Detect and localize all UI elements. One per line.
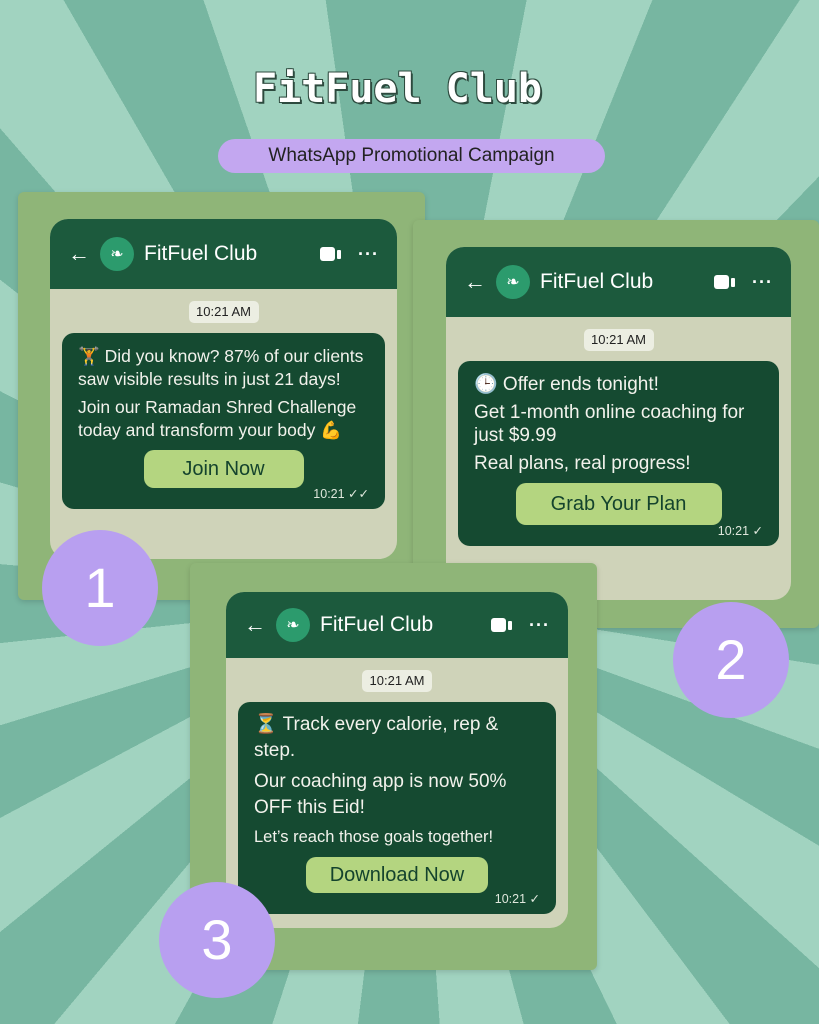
- message-text: Get 1-month online coaching for just $9.…: [474, 402, 745, 446]
- leaf-logo-icon: ❧: [276, 608, 310, 642]
- date-stamp: 10:21 AM: [583, 329, 654, 351]
- leaf-logo-icon: ❧: [100, 237, 134, 271]
- page-title: FitFuel Club: [253, 66, 542, 112]
- message-text: Join our Ramadan Shred Challenge today a…: [78, 397, 357, 440]
- video-call-icon[interactable]: [491, 618, 513, 632]
- leaf-logo-icon: ❧: [496, 265, 530, 299]
- contact-name: FitFuel Club: [320, 613, 434, 636]
- chat-header: ← ❧ FitFuel Club ···: [226, 592, 568, 658]
- message-text: Real plans, real progress!: [474, 453, 691, 474]
- video-call-icon[interactable]: [320, 247, 342, 261]
- message-time: 10:21 ✓: [717, 524, 763, 538]
- message-bubble: 🏋 Did you know? 87% of our clients saw v…: [62, 333, 385, 509]
- chat-1: ← ❧ FitFuel Club ··· 10:21 AM 🏋 Did you …: [50, 219, 397, 559]
- more-options-icon[interactable]: ···: [529, 614, 550, 635]
- message-bubble: ⏳ Track every calorie, rep & step. Our c…: [238, 702, 556, 914]
- chat-header: ← ❧ FitFuel Club ···: [446, 247, 791, 317]
- join-now-button[interactable]: Join Now: [143, 450, 304, 488]
- contact-name: FitFuel Club: [144, 242, 258, 265]
- step-number-2: 2: [673, 602, 789, 718]
- date-stamp: 10:21 AM: [188, 301, 259, 323]
- step-number-1: 1: [42, 530, 158, 646]
- message-text: ⏳ Track every calorie, rep & step.: [254, 714, 499, 761]
- back-arrow-icon[interactable]: ←: [464, 269, 486, 294]
- message-text: Our coaching app is now 50% OFF this Eid…: [254, 771, 507, 818]
- subtitle-badge: WhatsApp Promotional Campaign: [218, 139, 605, 173]
- more-options-icon[interactable]: ···: [752, 271, 773, 292]
- chat-header: ← ❧ FitFuel Club ···: [50, 219, 397, 289]
- message-time: 10:21 ✓: [494, 892, 540, 906]
- message-text: 🕒 Offer ends tonight!: [474, 374, 659, 395]
- message-text: Let’s reach those goals together!: [254, 828, 494, 846]
- grab-your-plan-button[interactable]: Grab Your Plan: [515, 483, 722, 525]
- step-number-3: 3: [159, 882, 275, 998]
- chat-2: ← ❧ FitFuel Club ··· 10:21 AM 🕒 Offer en…: [446, 247, 791, 600]
- download-now-button[interactable]: Download Now: [306, 857, 488, 893]
- chat-3: ← ❧ FitFuel Club ··· 10:21 AM ⏳ Track ev…: [226, 592, 568, 928]
- video-call-icon[interactable]: [714, 275, 736, 289]
- contact-name: FitFuel Club: [540, 270, 654, 293]
- message-time: 10:21 ✓✓: [313, 487, 369, 501]
- back-arrow-icon[interactable]: ←: [244, 612, 266, 637]
- more-options-icon[interactable]: ···: [358, 243, 379, 264]
- message-text: 🏋 Did you know? 87% of our clients saw v…: [78, 346, 364, 389]
- date-stamp: 10:21 AM: [362, 670, 432, 692]
- message-bubble: 🕒 Offer ends tonight! Get 1-month online…: [458, 361, 779, 546]
- back-arrow-icon[interactable]: ←: [68, 241, 90, 266]
